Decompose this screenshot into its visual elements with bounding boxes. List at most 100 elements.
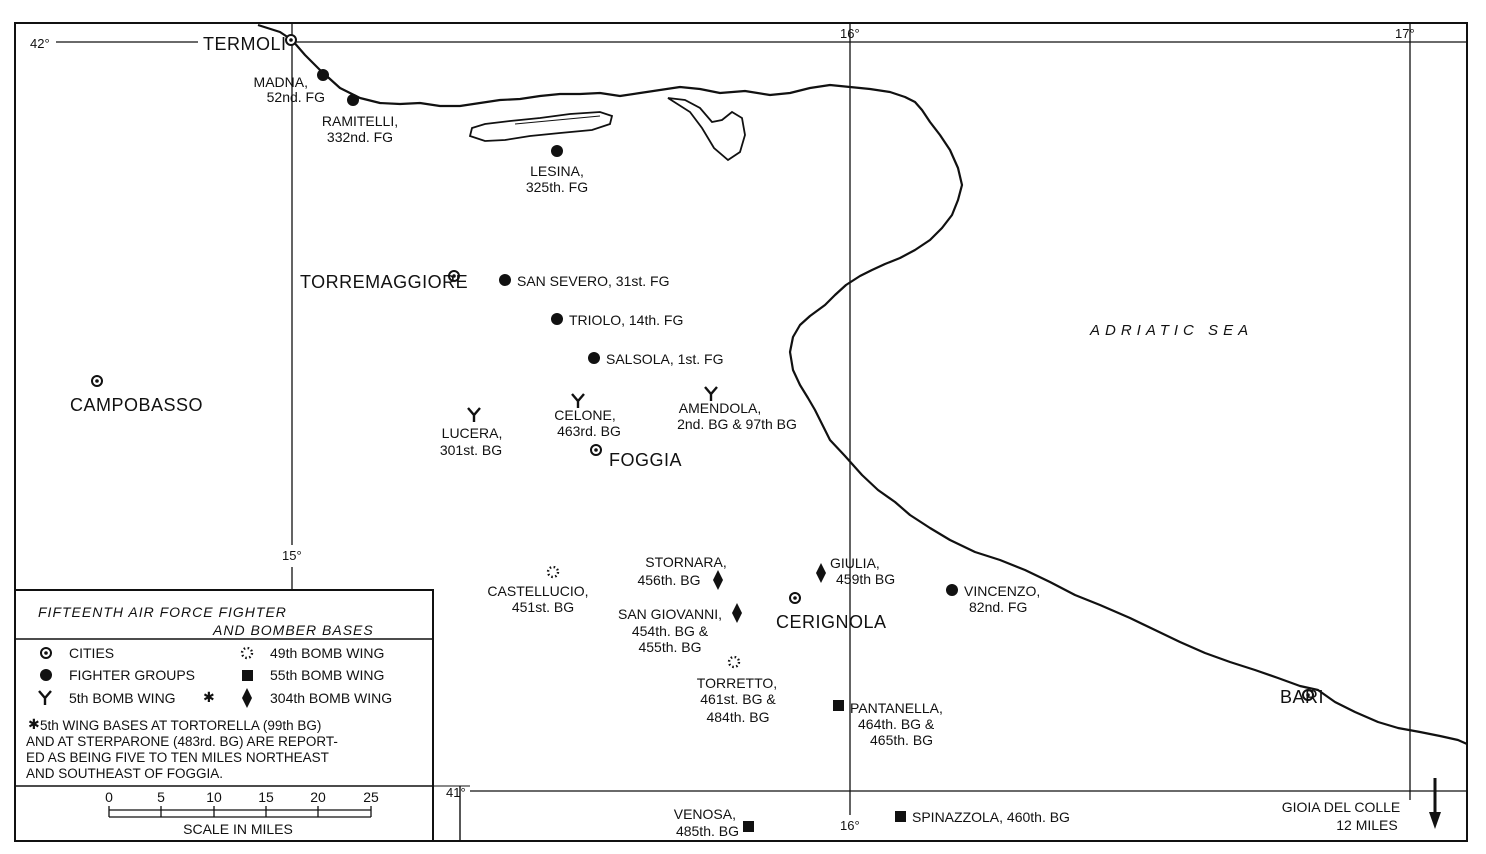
fighter-group-icon	[588, 352, 600, 364]
bomb-wing-55-icon	[743, 821, 754, 832]
legend-note-line-4: AND SOUTHEAST OF FOGGIA.	[26, 766, 223, 781]
fighter-group-icon	[499, 274, 511, 286]
bomb-wing-55-icon	[833, 700, 844, 711]
coastline	[257, 23, 1468, 746]
legend-asterisk-icon: ✱	[203, 689, 215, 705]
svg-text:82nd. FG: 82nd. FG	[969, 599, 1027, 615]
city-icon-dot	[793, 596, 797, 600]
base-san-giovanni: SAN GIOVANNI, 454th. BG & 455th. BG	[618, 603, 742, 655]
svg-text:465th. BG: 465th. BG	[870, 732, 933, 748]
legend-cities-label: CITIES	[69, 645, 114, 661]
base-amendola: AMENDOLA, 2nd. BG & 97th BG	[677, 386, 797, 432]
legend-note-line-3: ED AS BEING FIVE TO TEN MILES NORTHEAST	[26, 750, 329, 765]
legend-bomb-wing-55-icon	[242, 670, 253, 681]
svg-text:STORNARA,: STORNARA,	[645, 554, 726, 570]
lon-15-label: 15°	[282, 548, 302, 563]
scale-tick-20: 20	[310, 789, 326, 805]
svg-text:TRIOLO, 14th. FG: TRIOLO, 14th. FG	[569, 312, 683, 328]
bomb-wing-304-icon	[713, 570, 723, 590]
base-stornara: STORNARA, 456th. BG	[637, 554, 727, 590]
fighter-group-icon	[551, 313, 563, 325]
graticule	[56, 23, 1467, 815]
svg-text:455th. BG: 455th. BG	[638, 639, 701, 655]
bomb-wing-5-icon	[467, 407, 481, 422]
scale-tick-5: 5	[157, 789, 165, 805]
city-label-cerignola: CERIGNOLA	[776, 612, 887, 632]
legend: FIFTEENTH AIR FORCE FIGHTER AND BOMBER B…	[14, 589, 470, 842]
base-giulia: GIULIA, 459th BG	[816, 555, 895, 587]
base-salsola: SALSOLA, 1st. FG	[588, 351, 724, 367]
city-label-termoli: TERMOLI	[203, 34, 287, 54]
svg-text:MADNA,: MADNA,	[254, 74, 308, 90]
legend-bomb-wing-49-label: 49th BOMB WING	[270, 645, 384, 661]
legend-bomb-wing-304-icon	[242, 688, 252, 708]
legend-bomb-wing-5-icon	[38, 690, 52, 705]
scale-tick-15: 15	[258, 789, 274, 805]
city-bari: BARI	[1280, 687, 1324, 707]
lon-16-label-top: 16°	[840, 26, 860, 41]
svg-text:LESINA,: LESINA,	[530, 163, 584, 179]
base-lucera: LUCERA, 301st. BG	[440, 407, 502, 458]
legend-note-line-1: 5th WING BASES AT TORTORELLA (99th BG)	[40, 718, 321, 733]
svg-text:SALSOLA, 1st. FG: SALSOLA, 1st. FG	[606, 351, 724, 367]
svg-text:VENOSA,: VENOSA,	[674, 806, 736, 822]
scale-bar	[108, 806, 372, 818]
svg-text:TORRETTO,: TORRETTO,	[697, 675, 777, 691]
svg-text:AMENDOLA,: AMENDOLA,	[679, 400, 761, 416]
base-spinazzola: SPINAZZOLA, 460th. BG	[895, 809, 1070, 825]
city-icon-dot	[95, 379, 99, 383]
svg-text:PANTANELLA,: PANTANELLA,	[850, 700, 943, 716]
legend-note-line-2: AND AT STERPARONE (483rd. BG) ARE REPORT…	[26, 734, 338, 749]
bomb-wing-49-icon	[546, 565, 560, 579]
legend-bomb-wing-304-label: 304th BOMB WING	[270, 690, 392, 706]
legend-frame	[14, 589, 434, 842]
svg-text:52nd. FG: 52nd. FG	[267, 89, 325, 105]
bomb-wing-5-icon	[704, 386, 718, 401]
sea-label: ADRIATIC SEA	[1089, 322, 1253, 339]
base-madna: MADNA, 52nd. FG	[254, 69, 329, 105]
base-venosa: VENOSA, 485th. BG	[674, 806, 754, 839]
legend-note-asterisk-icon: ✱	[28, 716, 40, 732]
bomb-wing-49-icon	[727, 655, 741, 669]
arrow-down-head-icon	[1429, 812, 1441, 829]
svg-text:459th BG: 459th BG	[836, 571, 895, 587]
base-castellucio: CASTELLUCIO, 451st. BG	[487, 565, 589, 615]
base-vincenzo: VINCENZO, 82nd. FG	[946, 583, 1040, 615]
city-campobasso: CAMPOBASSO	[70, 375, 203, 415]
city-icon-dot	[594, 448, 598, 452]
bomb-wing-304-icon	[816, 563, 826, 583]
svg-text:484th. BG: 484th. BG	[706, 709, 769, 725]
legend-title-2: AND BOMBER BASES	[212, 622, 374, 638]
svg-text:SAN GIOVANNI,: SAN GIOVANNI,	[618, 606, 722, 622]
lat-42-label: 42°	[30, 36, 50, 51]
city-icon-dot	[1306, 693, 1310, 697]
city-cerignola: CERIGNOLA	[776, 592, 887, 632]
svg-text:CASTELLUCIO,: CASTELLUCIO,	[487, 583, 588, 599]
svg-text:SAN SEVERO, 31st. FG: SAN SEVERO, 31st. FG	[517, 273, 670, 289]
city-label-foggia: FOGGIA	[609, 450, 682, 470]
svg-text:454th. BG &: 454th. BG &	[632, 623, 709, 639]
legend-bomb-wing-5-label: 5th BOMB WING	[69, 690, 176, 706]
svg-text:GIULIA,: GIULIA,	[830, 555, 880, 571]
base-torretto: TORRETTO, 461st. BG & 484th. BG	[697, 655, 777, 725]
svg-text:485th. BG: 485th. BG	[676, 823, 739, 839]
city-label-bari: BARI	[1280, 687, 1324, 707]
svg-text:461st. BG &: 461st. BG &	[700, 691, 776, 707]
legend-fighter-icon	[40, 669, 52, 681]
svg-text:301st. BG: 301st. BG	[440, 442, 502, 458]
svg-text:2nd. BG & 97th BG: 2nd. BG & 97th BG	[677, 416, 797, 432]
legend-title-1: FIFTEENTH AIR FORCE FIGHTER	[38, 604, 287, 620]
svg-text:463rd. BG: 463rd. BG	[557, 423, 621, 439]
base-triolo: TRIOLO, 14th. FG	[551, 312, 683, 328]
bomb-wing-5-icon	[571, 393, 585, 408]
scale-tick-0: 0	[105, 789, 113, 805]
scale-tick-10: 10	[206, 789, 222, 805]
city-icon-dot	[289, 38, 293, 42]
city-label-campobasso: CAMPOBASSO	[70, 395, 203, 415]
svg-text:GIOIA DEL COLLE: GIOIA DEL COLLE	[1282, 799, 1401, 815]
svg-text:12 MILES: 12 MILES	[1336, 817, 1397, 833]
fighter-group-icon	[317, 69, 329, 81]
lagoon-bar	[514, 115, 601, 125]
svg-text:332nd. FG: 332nd. FG	[327, 129, 393, 145]
